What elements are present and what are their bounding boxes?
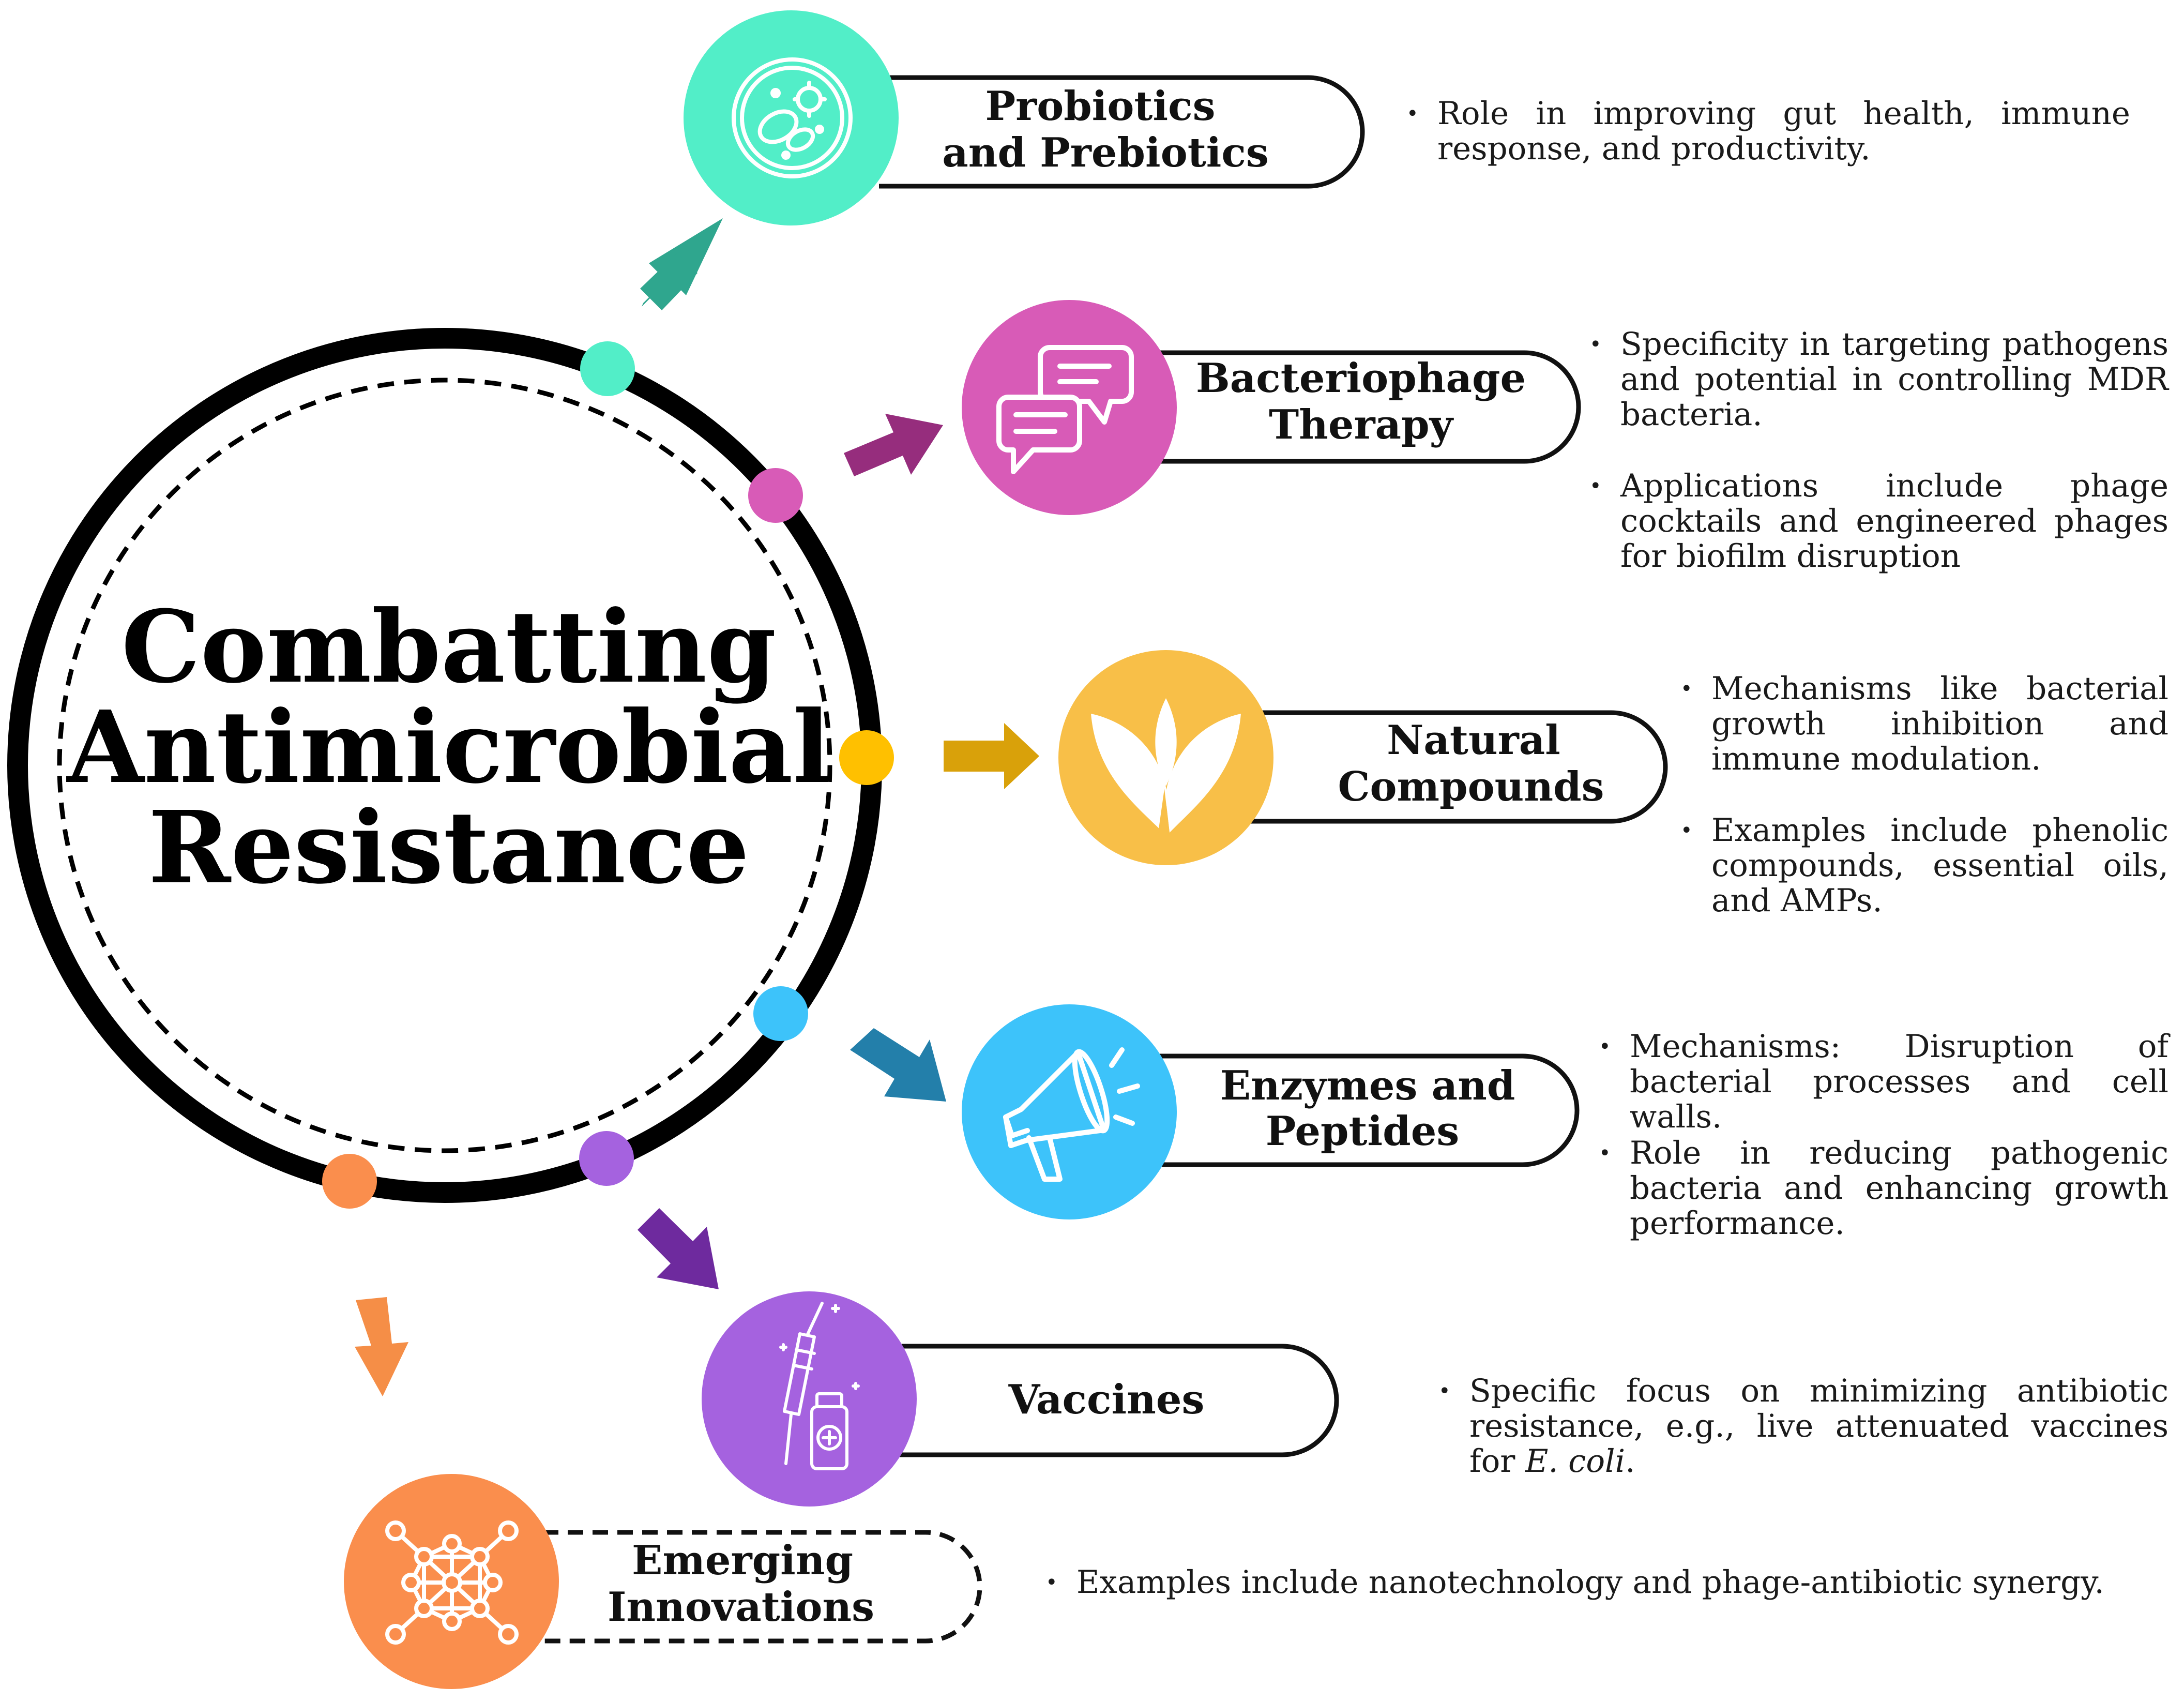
bullet-text: Applications include phage cocktails and… — [1620, 468, 2168, 575]
ring-dot-natural — [839, 730, 894, 785]
title-line-3: Resistance — [148, 790, 750, 906]
bullet-tail-text: . — [1625, 1443, 1635, 1480]
node-vaccines — [702, 1291, 917, 1507]
ring-dot-bacteriophage — [748, 468, 803, 523]
bullet-dot: • — [1680, 819, 1693, 842]
megaphone-icon — [1003, 1047, 1140, 1182]
ring-dot-enzymes — [753, 986, 808, 1041]
ring-dot-emerging — [322, 1154, 377, 1209]
arrow-bacteriophage — [844, 414, 943, 476]
bullet-dot: • — [1045, 1571, 1058, 1594]
bullet-dot: • — [1589, 474, 1602, 498]
bullet-dot: • — [1599, 1141, 1611, 1165]
arrow-natural — [944, 723, 1039, 789]
bullet-dot: • — [1438, 1379, 1451, 1403]
bullet-vaccines-1: • Specific focus on minimizing antibiotic… — [1438, 1373, 2168, 1480]
bullet-natural-2: • Examples include phenolic compounds, es… — [1680, 812, 2168, 919]
node-emerging — [344, 1474, 559, 1689]
label-emerging-1: Emerging — [632, 1537, 853, 1584]
bullet-dot: • — [1680, 677, 1693, 701]
bullet-enzymes-1: • Mechanisms: Disruption of bacterial pro… — [1599, 1028, 2168, 1135]
bullet-natural-1: • Mechanisms like bacterial growth inhibi… — [1680, 670, 2168, 777]
node-enzymes — [962, 1004, 1177, 1219]
label-bacteriophage-2: Therapy — [1269, 401, 1454, 448]
bullet-text: Specific focus on minimizing antibiotic … — [1469, 1373, 2168, 1480]
arrow-emerging — [355, 1297, 408, 1396]
title-line-2: Antimicrobial — [66, 689, 831, 806]
bullet-text: Role in reducing pathogenic bacteria and… — [1630, 1135, 2168, 1242]
bullet-text: Role in improving gut health, immune res… — [1437, 95, 2130, 167]
bullet-dot: • — [1589, 333, 1602, 356]
bullet-emerging-1: • Examples include nanotechnology and pha… — [1045, 1564, 2111, 1601]
label-probiotics-1: Probiotics — [985, 83, 1215, 130]
bullet-text: Examples include phenolic compounds, ess… — [1711, 812, 2168, 919]
label-bacteriophage-1: Bacteriophage — [1196, 355, 1526, 402]
label-enzymes-1: Enzymes and — [1220, 1062, 1515, 1109]
bullet-probiotics-1: • Role in improving gut health, immune re… — [1406, 95, 2130, 167]
arrows — [355, 218, 1039, 1396]
label-enzymes-2: Peptides — [1266, 1108, 1459, 1155]
network-icon — [385, 1520, 519, 1645]
bullet-text: Mechanisms: Disruption of bacterial proc… — [1630, 1028, 2168, 1135]
label-vaccines-1: Vaccines — [1008, 1376, 1205, 1423]
chat-bubbles-icon — [996, 345, 1134, 474]
bullet-bacteriophage-1: • Specificity in targeting pathogens and … — [1589, 326, 2168, 433]
central-title: Combatting Antimicrobial Resistance — [66, 589, 831, 906]
leaf-icon — [1091, 698, 1241, 833]
bullet-text: Mechanisms like bacterial growth inhibit… — [1711, 670, 2168, 777]
bullet-dot: • — [1406, 102, 1419, 126]
ring-dots — [322, 341, 894, 1209]
ring-dot-probiotics — [580, 341, 635, 396]
pill-labels: Probiotics and Prebiotics Bacteriophage … — [608, 83, 1604, 1631]
arrow-vaccines — [638, 1208, 719, 1289]
label-natural-2: Compounds — [1338, 763, 1604, 810]
pill-emerging — [543, 1530, 982, 1644]
label-natural-1: Natural — [1387, 717, 1560, 764]
pill-bacteriophage — [1158, 350, 1581, 464]
node-bacteriophage — [962, 300, 1177, 515]
node-probiotics — [684, 10, 899, 225]
bullet-enzymes-2: • Role in reducing pathogenic bacteria an… — [1599, 1135, 2168, 1242]
bullet-text: Examples include nanotechnology and phag… — [1076, 1564, 2104, 1601]
syringe-vial-icon — [779, 1302, 860, 1470]
arrow-probiotics-shaft — [640, 253, 697, 310]
pills — [543, 75, 1668, 1644]
title-line-1: Combatting — [122, 589, 777, 705]
arrow-enzymes — [850, 1028, 946, 1102]
pill-vaccines — [900, 1344, 1339, 1457]
bacteria-petri-icon — [732, 57, 853, 178]
icon-circles — [344, 10, 1273, 1689]
node-natural — [1058, 650, 1273, 865]
bullet-text: Specificity in targeting pathogens and p… — [1620, 326, 2168, 433]
bullet-dot: • — [1599, 1035, 1611, 1059]
label-emerging-2: Innovations — [608, 1584, 874, 1631]
bullet-bacteriophage-2: • Applications include phage cocktails an… — [1589, 468, 2168, 575]
label-probiotics-2: and Prebiotics — [942, 129, 1269, 176]
bullet-italic-text: E. coli — [1525, 1443, 1626, 1480]
pill-enzymes — [1158, 1053, 1580, 1167]
ring-dot-vaccines — [579, 1131, 634, 1186]
pill-natural — [1251, 710, 1668, 824]
pill-probiotics — [879, 75, 1365, 189]
